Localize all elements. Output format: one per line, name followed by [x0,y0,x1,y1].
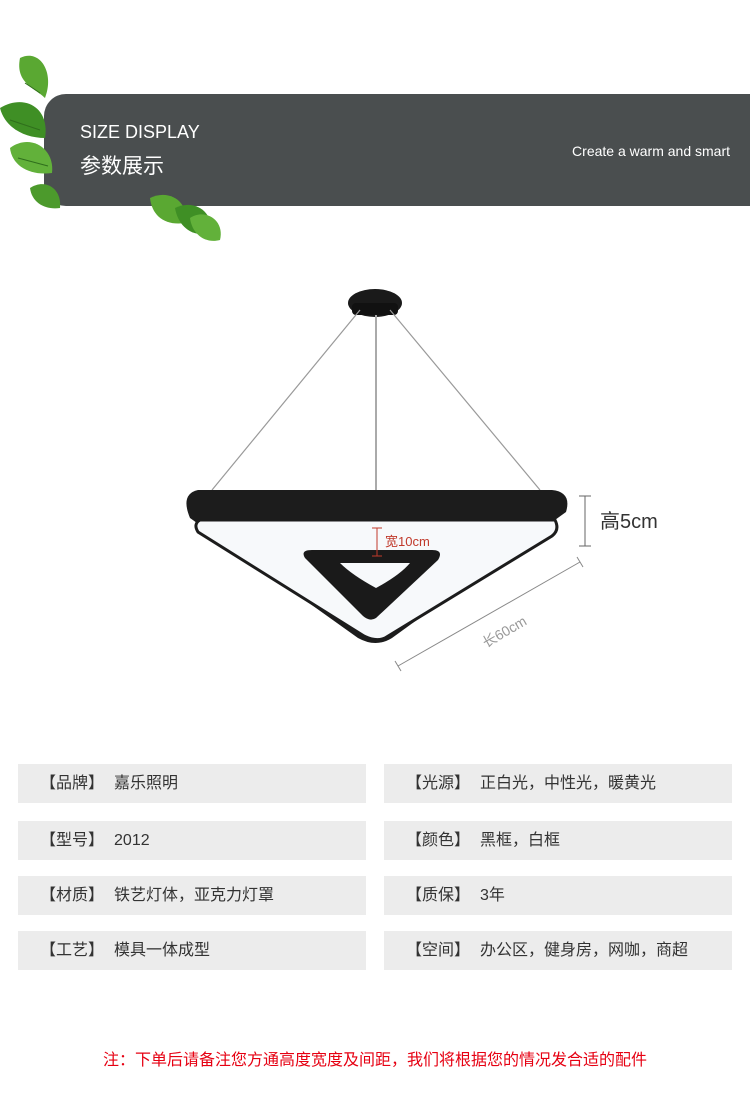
spec-label: 【质保】 [406,887,471,904]
spec-row-space: 【空间】办公区，健身房，网咖，商超 [384,931,732,970]
spec-value: 模具一体成型 [114,942,211,959]
suspension-wire-left [211,309,361,491]
spec-label: 【型号】 [40,832,105,849]
spec-label: 【工艺】 [40,942,105,959]
length-dimension-label: 长60cm [480,613,530,651]
lamp-illustration: 高5cm 宽10cm 长60cm [186,289,658,672]
spec-value: 正白光，中性光，暖黄光 [480,775,657,792]
height-dimension-label: 高5cm [600,510,658,533]
leaf-icon [0,55,221,241]
spec-row-warranty: 【质保】 3年 [384,876,732,915]
triangle-lamp-body [186,490,568,643]
spec-label: 【颜色】 [406,832,471,849]
banner-slogan: Create a warm and smart [572,143,730,159]
spec-row-model: 【型号】 2012 [18,821,366,860]
spec-value: 黑框，白框 [480,832,561,849]
length-dimension-marker [394,556,584,672]
spec-label: 【材质】 [40,887,105,904]
banner-title-en: SIZE DISPLAY [80,122,200,142]
spec-value: 2012 [114,832,150,849]
leaves-decoration [0,55,221,241]
width-dimension-label: 宽10cm [385,534,430,549]
spec-label: 【光源】 [406,775,471,792]
spec-label: 【空间】 [406,942,471,959]
spec-label: 【品牌】 [40,775,105,792]
height-dimension-marker [579,495,591,547]
width-dimension-marker [372,527,382,557]
suspension-wire-right [389,309,541,491]
order-note: 注：下单后请备注您方通高度宽度及间距，我们将根据您的情况发合适的配件 [102,1052,647,1069]
spec-row-light-source: 【光源】正白光，中性光，暖黄光 [384,764,732,803]
spec-row-craft: 【工艺】模具一体成型 [18,931,366,970]
spec-value: 办公区，健身房，网咖，商超 [480,942,689,959]
header-banner: SIZE DISPLAY 参数展示 Create a warm and smar… [44,94,750,206]
spec-row-brand: 【品牌】嘉乐照明 [18,764,366,803]
spec-row-material: 【材质】铁艺灯体，亚克力灯罩 [18,876,366,915]
spec-value: 3年 [480,887,505,904]
spec-value: 铁艺灯体，亚克力灯罩 [114,887,275,904]
spec-value: 嘉乐照明 [114,775,179,792]
spec-row-color: 【颜色】黑框，白框 [384,821,732,860]
banner-title-cn: 参数展示 [80,155,164,178]
